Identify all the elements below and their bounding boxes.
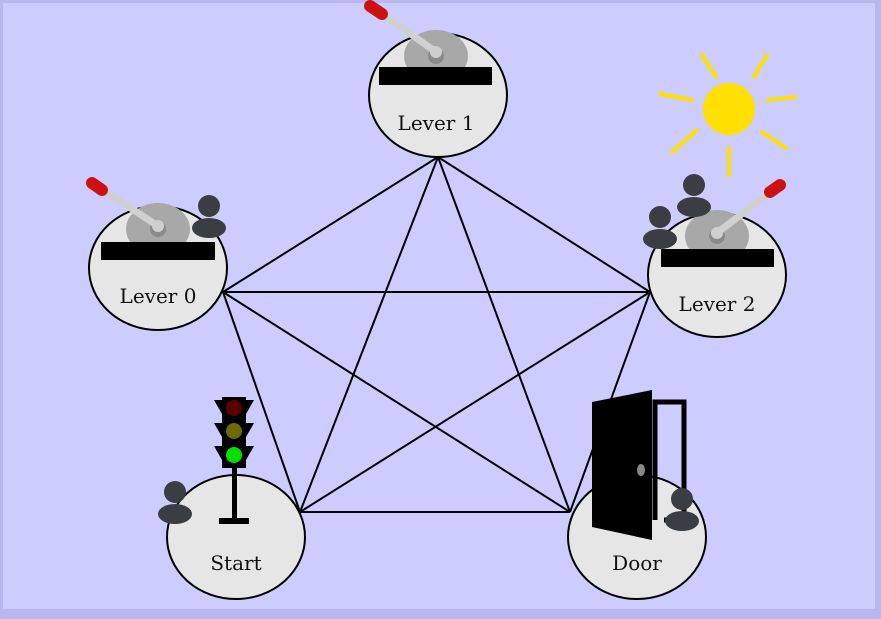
edge-lever1-door (437, 156, 571, 513)
node-label-start: Start (210, 551, 261, 575)
node-lever2[interactable]: Lever 2 (643, 174, 787, 338)
node-label-lever0: Lever 0 (120, 284, 197, 308)
edges (222, 156, 651, 513)
traffic-light-icon (214, 397, 254, 524)
edge-lever1-start (299, 156, 439, 513)
node-label-door: Door (612, 551, 662, 575)
edge-lever1-lever0 (222, 156, 439, 293)
node-label-lever2: Lever 2 (679, 292, 756, 316)
node-label-lever1: Lever 1 (398, 111, 475, 135)
node-door[interactable]: Door (567, 390, 707, 600)
node-start[interactable]: Start (158, 397, 306, 600)
node-lever0[interactable]: Lever 0 (86, 177, 228, 331)
node-lever1[interactable]: Lever 1 (364, 0, 508, 158)
edge-lever2-start (299, 291, 651, 513)
lever-icon (661, 179, 786, 267)
lever-icon (86, 177, 215, 260)
edge-lever1-lever2 (437, 156, 651, 293)
lever-icon (364, 0, 492, 85)
sun-icon (658, 53, 797, 177)
edge-lever0-start (222, 291, 301, 513)
edge-lever0-door (222, 291, 571, 513)
